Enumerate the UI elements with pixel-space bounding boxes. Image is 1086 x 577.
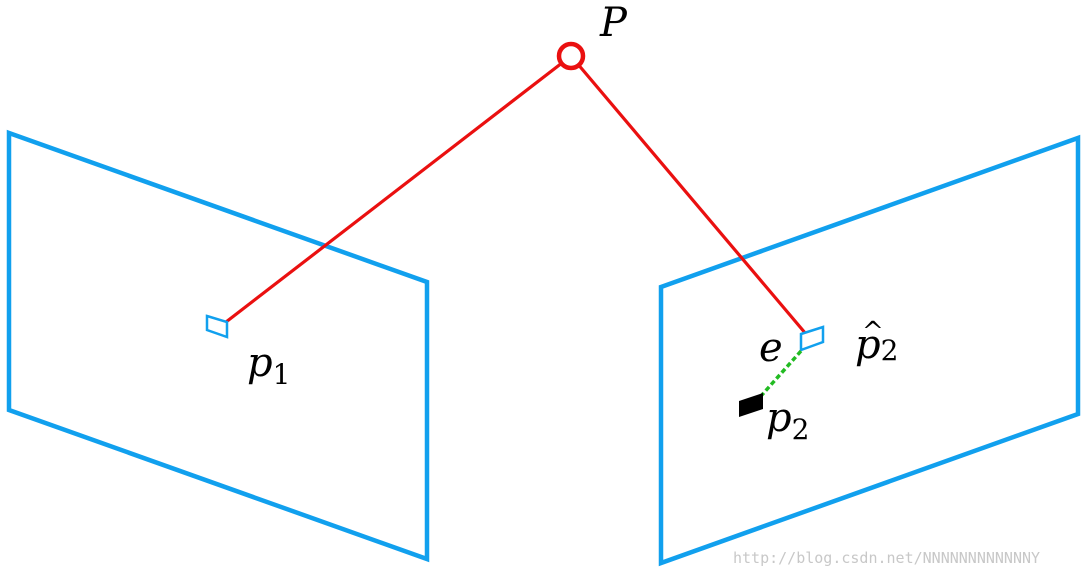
world-point-label: P [599, 0, 628, 46]
p2-hat-label: p2 [855, 322, 898, 368]
reprojection-error-line [759, 349, 803, 398]
projected-point-p2-hat-marker [799, 325, 825, 352]
p2-label: p2 [766, 395, 809, 446]
p2-hat-accent: ^ [862, 317, 884, 347]
watermark: http://blog.csdn.net/NNNNNNNNNNNNY [733, 549, 1040, 567]
p1-label: p1 [247, 340, 290, 391]
projection-ray-right [569, 54, 808, 336]
right-image-plane [658, 134, 1081, 567]
observed-point-p2-marker [739, 393, 763, 417]
projection-ray-left [225, 54, 572, 324]
error-label: e [759, 325, 783, 371]
left-image-plane [6, 129, 430, 563]
projected-point-p1-marker [205, 314, 229, 339]
world-point-marker [556, 41, 586, 71]
